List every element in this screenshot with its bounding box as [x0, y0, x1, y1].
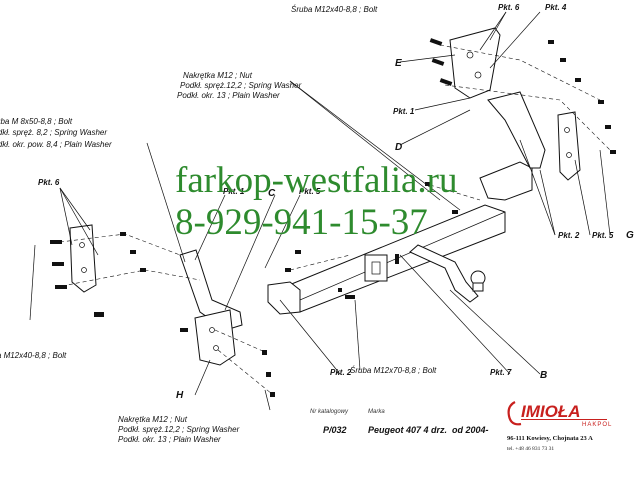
label-plain-washer-top: Podkł. okr. 13 ; Plain Washer — [177, 91, 280, 100]
label-nut-bottom: Nakrętka M12 ; Nut — [118, 415, 188, 424]
label-bolt-top: Śruba M12x40-8,8 ; Bolt — [291, 5, 378, 14]
label-nut-top: Nakrętka M12 ; Nut — [183, 71, 253, 80]
pkt-4-top: Pkt. 4 — [545, 3, 567, 12]
company-tel: tel. +48 46 831 73 31 — [507, 446, 554, 452]
letter-e: E — [395, 58, 402, 69]
letter-h: H — [176, 390, 184, 401]
hardware-bolts — [50, 38, 616, 397]
year-value: od 2004- — [452, 425, 489, 435]
watermark-site: farkop-westfalia.ru — [175, 160, 458, 201]
leader-lines — [29, 11, 611, 411]
label-left-spring-washer: Podkł. spręż. 8,2 ; Spring Washer — [0, 128, 107, 137]
company-logo: IMIOŁA HAKPOL — [507, 401, 612, 428]
letter-c: C — [268, 188, 276, 199]
label-spring-washer-bottom: Podkł. spręż.12,2 ; Spring Washer — [118, 425, 240, 434]
pkt-2-bottom: Pkt. 2 — [330, 368, 352, 377]
pkt-5-mid: Pkt. 5 — [299, 187, 321, 196]
company-name: IMIOŁA — [521, 402, 581, 421]
pkt-1-mid: Pkt. 1 — [223, 187, 245, 196]
label-left-plain-washer: Podkł. okr. pow. 8,4 ; Plain Washer — [0, 140, 112, 149]
pkt-6-top: Pkt. 6 — [498, 3, 520, 12]
brand-value: Peugeot 407 4 drz. — [368, 425, 447, 435]
catalog-number-label: Nr katalogowy — [310, 409, 349, 415]
main-crossbar — [267, 161, 533, 315]
label-spring-washer-top: Podkł. spręż.12,2 ; Spring Washer — [180, 81, 302, 90]
label-bolt-left-bottom: Śruba M12x40-8,8 ; Bolt — [0, 351, 67, 360]
left-brackets — [69, 224, 243, 366]
hook-icon — [507, 401, 522, 426]
company-address: 96-111 Kowiesy, Chojnata 23 A — [507, 435, 593, 442]
label-bolt-center-bottom: Śruba M12x70-8,8 ; Bolt — [350, 366, 437, 375]
pkt-6-left: Pkt. 6 — [38, 178, 60, 187]
letter-b: B — [540, 370, 547, 381]
tow-ball-neck — [409, 244, 486, 303]
pkt-1-top: Pkt. 1 — [393, 107, 415, 116]
letter-d: D — [395, 142, 402, 153]
brand-label: Marka — [368, 409, 385, 415]
company-sub: HAKPOL — [582, 422, 612, 428]
pkt-5-right: Pkt. 5 — [592, 231, 614, 240]
label-plain-washer-bottom: Podkł. okr. 13 ; Plain Washer — [118, 435, 221, 444]
letter-g: G — [626, 230, 634, 241]
pkt-2-right: Pkt. 2 — [558, 231, 580, 240]
catalog-number-value: P/032 — [323, 425, 347, 435]
watermark-phone: 8-929-941-15-37 — [175, 202, 428, 243]
pkt-7-bottom: Pkt. 7 — [490, 368, 512, 377]
label-left-bolt: Śruba M 8x50-8,8 ; Bolt — [0, 117, 73, 126]
